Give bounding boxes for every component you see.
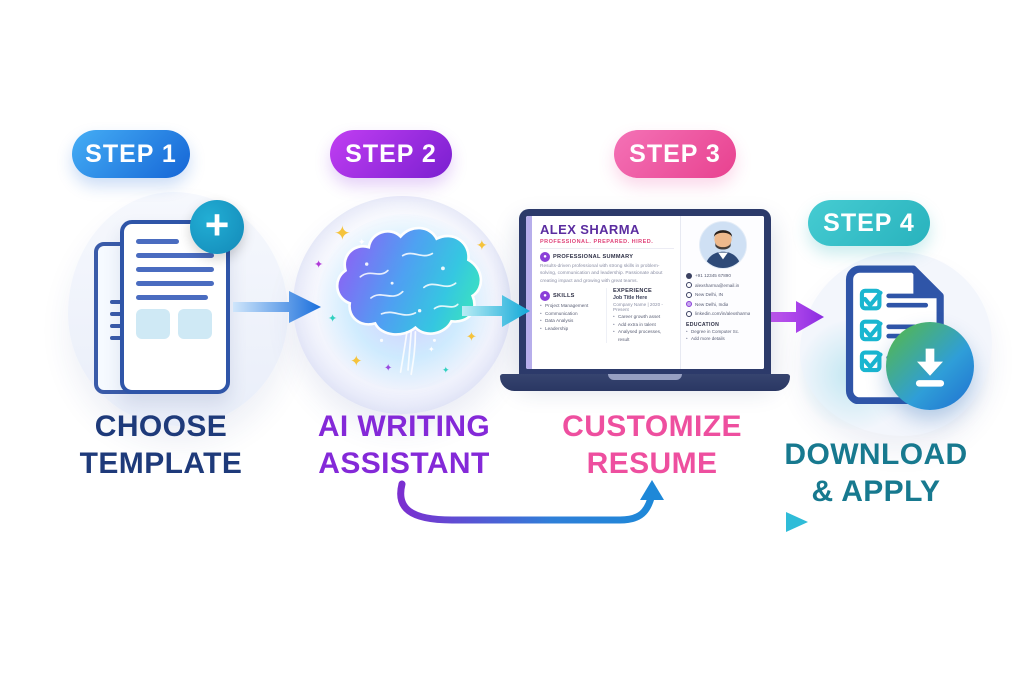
sparkle-icon: ✦ — [350, 353, 363, 370]
experience-bullet: Analysed processes, result — [613, 328, 674, 343]
step1-label: CHOOSE TEMPLATE — [79, 410, 243, 480]
location-pin-icon — [686, 301, 692, 307]
arrow-step3-to-step4-icon — [764, 301, 824, 333]
skill-item: Communication — [540, 310, 602, 318]
location-icon — [686, 291, 692, 298]
avatar — [699, 221, 747, 269]
sparkle-icon: ✦ — [476, 237, 488, 253]
step4-badge: STEP 4 — [808, 200, 930, 246]
arrow-step1-to-step2-icon — [233, 291, 321, 323]
email-icon — [686, 282, 692, 288]
education-item: Degree in Computer Sc. — [686, 328, 760, 336]
step4-label: DOWNLOAD & APPLY — [784, 438, 968, 508]
sparkle-icon: ✦ — [428, 345, 435, 354]
sparkle-icon: ✦ — [328, 313, 338, 325]
experience-section-title: EXPERIENCE — [613, 288, 653, 295]
arrow-step2-to-step3-icon — [462, 295, 530, 327]
phone-icon — [686, 272, 692, 279]
resume-tagline: PROFESSIONAL. PREPARED. HIRED. — [540, 239, 654, 245]
step2-badge: STEP 2 — [330, 130, 452, 178]
skill-item: Project Management — [540, 302, 602, 310]
step3-badge: STEP 3 — [614, 130, 736, 178]
ai-brain-icon — [336, 226, 483, 376]
experience-job-title: Job Title Here — [613, 295, 648, 302]
summary-section-title: PROFESSIONAL SUMMARY — [553, 254, 634, 260]
swoosh-arrow-icon — [397, 480, 808, 532]
resume-website: linkedin.com/in/alexsharma — [695, 311, 751, 316]
step1-badge: STEP 1 — [72, 130, 190, 178]
skills-section-title: SKILLS — [553, 293, 575, 300]
education-section-title: EDUCATION — [686, 321, 720, 328]
experience-bullet: Add extra in talent — [613, 321, 674, 329]
resume-phone: +91 12345 67890 — [695, 273, 731, 278]
sparkle-icon: ✦ — [466, 329, 477, 344]
sparkle-icon: ✦ — [314, 259, 324, 271]
education-item: Add more details — [686, 335, 760, 343]
resume-preview: ALEX SHARMA PROFESSIONAL. PREPARED. HIRE… — [526, 216, 764, 369]
skill-item: Data Analysis — [540, 317, 602, 325]
resume-email: alexsharma@email.in — [695, 282, 740, 288]
website-icon — [686, 310, 692, 317]
document-front-icon — [120, 220, 230, 394]
resume-summary-text: Results-driven professional with strong … — [540, 264, 663, 284]
experience-bullet: Career growth asset — [613, 313, 674, 321]
resume-name: ALEX SHARMA — [540, 222, 640, 237]
resume-accent-stripe — [526, 216, 532, 369]
resume-location-short: New Delhi, IN — [695, 292, 724, 297]
summary-section-icon: ● — [540, 252, 550, 262]
sparkle-icon: ✦ — [442, 365, 450, 375]
skill-item: Leadership — [540, 325, 602, 333]
download-icon — [886, 322, 974, 410]
sparkle-icon: ✦ — [384, 363, 393, 374]
resume-location-full: New Delhi, India — [695, 301, 729, 307]
check-icon — [859, 288, 941, 311]
step2-label: AI WRITING ASSISTANT — [317, 410, 491, 480]
experience-company: Company Name | 2020 - Present — [613, 302, 663, 313]
sparkle-icon: ✦ — [358, 237, 366, 247]
laptop-screen: ALEX SHARMA PROFESSIONAL. PREPARED. HIRE… — [519, 209, 771, 376]
step3-label: CUSTOMIZE RESUME — [562, 410, 742, 480]
sparkle-icon: ✦ — [334, 223, 351, 245]
laptop-base — [500, 374, 790, 391]
skills-section-icon: ● — [540, 291, 550, 302]
add-plus-icon: + — [190, 200, 244, 254]
